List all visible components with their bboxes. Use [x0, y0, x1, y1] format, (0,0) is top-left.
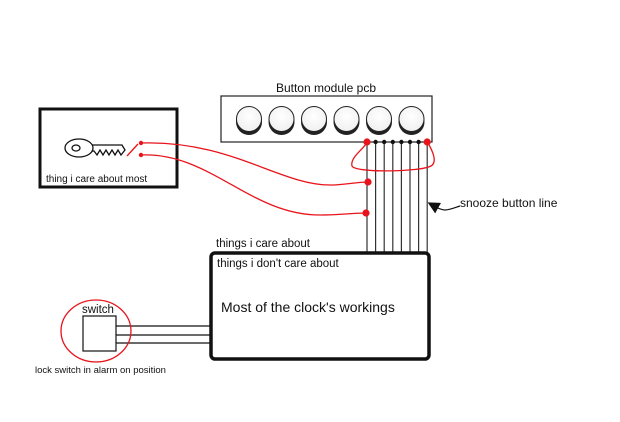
key-contact-dot	[138, 152, 144, 158]
junction-dot	[362, 209, 370, 217]
pin-dot	[416, 139, 421, 145]
module-title: Button module pcb	[276, 81, 376, 95]
snooze-arrow	[427, 202, 461, 214]
snooze-label: snooze button line	[460, 196, 558, 210]
pcb-button	[366, 106, 392, 135]
red-pin-dot	[363, 138, 371, 146]
pin-dot	[390, 139, 395, 145]
pcb-button	[236, 106, 262, 135]
button-group	[236, 106, 425, 135]
pin-dot	[399, 139, 404, 145]
switch-label: switch	[82, 304, 114, 316]
pcb-button	[398, 106, 425, 135]
key-box-label: thing i care about most	[46, 174, 147, 185]
key-switch-contact	[126, 143, 139, 157]
pin-dot	[373, 139, 378, 145]
red-wire-2	[140, 154, 367, 216]
switch-caption: lock switch in alarm on position	[35, 365, 166, 376]
red-jumper-loop	[351, 142, 435, 172]
switch-highlight-circle	[60, 299, 132, 363]
pin-dot	[382, 139, 387, 145]
dont-care-label: things i don't care about	[217, 258, 340, 270]
pcb-button	[301, 106, 327, 135]
pcb-button	[333, 106, 360, 135]
key-icon	[64, 138, 126, 158]
red-wire-1	[140, 142, 370, 186]
main-clock-box	[209, 251, 431, 361]
junction-dot	[364, 178, 372, 186]
key-box	[38, 107, 179, 189]
care-label: things i care about	[216, 238, 311, 250]
pcb-button	[268, 106, 295, 135]
switch-box	[82, 315, 117, 352]
pin-dot	[407, 139, 413, 145]
key-contact-dot	[138, 140, 144, 146]
pin-wire-group	[363, 138, 431, 253]
red-pin-dot	[423, 138, 431, 146]
main-box-label: Most of the clock's workings	[221, 299, 395, 315]
